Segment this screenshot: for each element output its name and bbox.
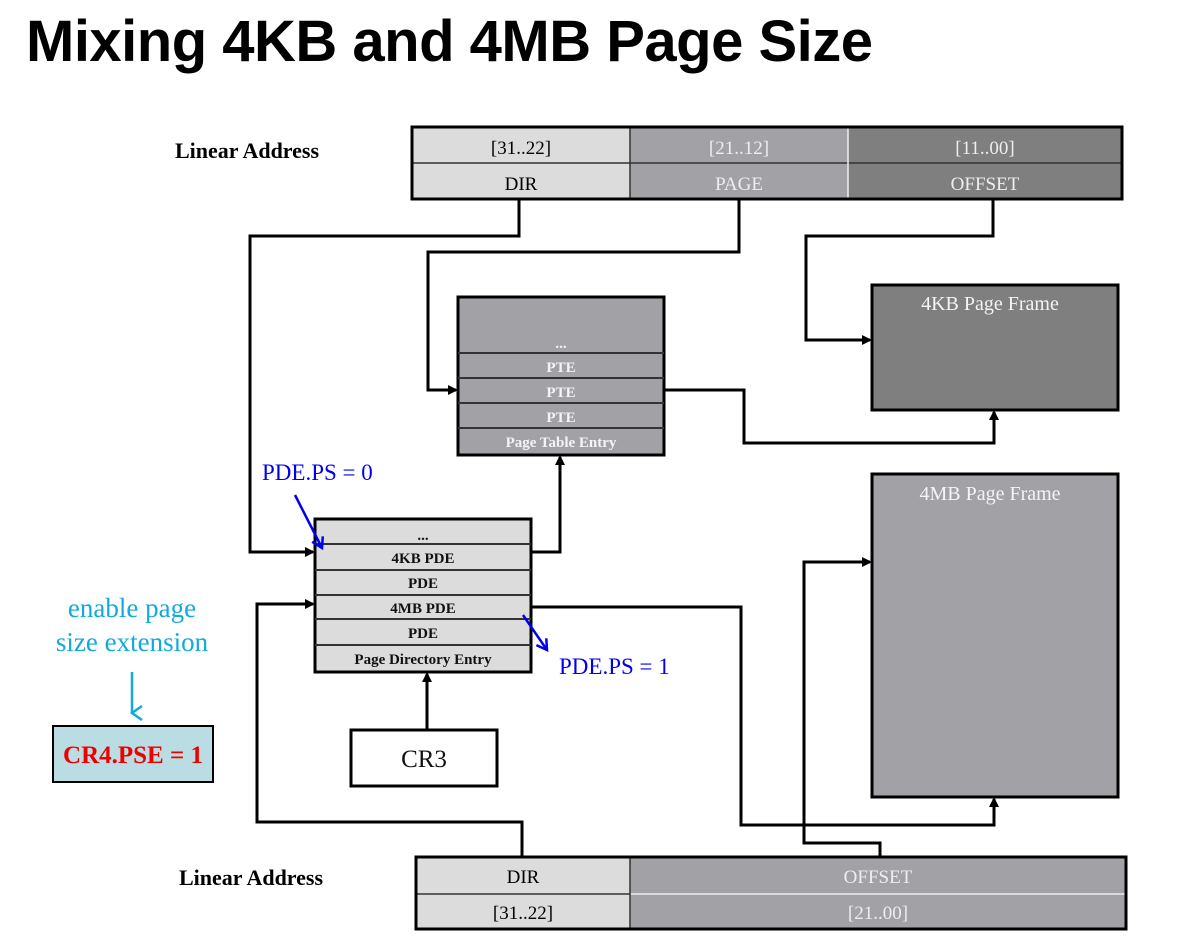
top-linear-address-label: Linear Address — [175, 138, 319, 163]
cr4-pse-box: CR4.PSE = 1 — [52, 725, 214, 783]
bottom-offset-bits: [21..00] — [848, 903, 908, 924]
pd-entry-pde: PDE — [408, 576, 438, 592]
bottom-offset-field — [630, 857, 1126, 929]
top-page-bits: [21..12] — [709, 138, 769, 159]
pse-note-line2: size extension — [56, 627, 209, 657]
offset-to-4kb-frame-arrow — [804, 199, 995, 345]
pde-ps-1-annotation: PDE.PS = 1 — [559, 654, 670, 679]
pd-entry-label: Page Directory Entry — [354, 652, 492, 668]
pde-ps-0-arrow — [293, 494, 322, 548]
page-table: ... PTE PTE PTE Page Table Entry — [456, 295, 666, 457]
bottom-offset-to-4mb-frame-arrow — [802, 557, 882, 857]
page-directory: ... 4KB PDE PDE 4MB PDE PDE Page Directo… — [313, 517, 533, 674]
pd-entry-4mb-pde: 4MB PDE — [390, 601, 455, 617]
top-linear-address: [31..22] [21..12] [11..00] DIR PAGE OFFS… — [410, 125, 1124, 201]
cr4-pse-label: CR4.PSE = 1 — [63, 742, 203, 769]
pt-entry-pte: PTE — [546, 385, 575, 401]
4kb-frame-label: 4KB Page Frame — [921, 293, 1059, 315]
page-to-pte-arrow — [426, 199, 741, 395]
pde-to-page-table-arrow — [531, 455, 565, 554]
top-offset-bits: [11..00] — [955, 138, 1014, 159]
bottom-offset-name: OFFSET — [844, 867, 913, 888]
cr3-register: CR3 — [349, 728, 499, 788]
top-page-name: PAGE — [715, 174, 763, 195]
pd-entry-ellipsis: ... — [417, 528, 429, 544]
4kb-page-frame: 4KB Page Frame — [870, 283, 1120, 412]
pt-entry-pte: PTE — [546, 410, 575, 426]
4mb-page-frame: 4MB Page Frame — [870, 472, 1120, 799]
top-dir-name: DIR — [505, 174, 538, 195]
pse-note-line1: enable page — [68, 593, 196, 623]
bottom-dir-bits: [31..22] — [493, 903, 553, 924]
bottom-dir-field — [416, 857, 630, 929]
cr3-label: CR3 — [401, 746, 447, 773]
pde-ps-1-arrow — [521, 614, 547, 650]
bottom-linear-address-label: Linear Address — [179, 865, 323, 890]
4mb-frame-label: 4MB Page Frame — [919, 483, 1060, 505]
bottom-linear-address: DIR OFFSET [31..22] [21..00] — [414, 855, 1128, 931]
connectors — [248, 199, 999, 857]
pt-entry-ellipsis: ... — [555, 336, 567, 352]
dir-to-pde-arrow — [248, 199, 521, 557]
slide-title: Mixing 4KB and 4MB Page Size — [26, 9, 873, 74]
bottom-dir-name: DIR — [507, 867, 540, 888]
4mb-pde-to-frame-arrow — [531, 605, 999, 827]
pte-to-4kb-frame-arrow — [664, 388, 999, 445]
pde-ps-0-annotation: PDE.PS = 0 — [262, 460, 373, 485]
pt-entry-label: Page Table Entry — [506, 435, 617, 451]
bottom-dir-to-4mb-pde-arrow — [255, 599, 524, 857]
top-dir-bits: [31..22] — [491, 138, 551, 159]
pd-entry-pde: PDE — [408, 626, 438, 642]
top-offset-name: OFFSET — [951, 174, 1020, 195]
pd-entry-4kb-pde: 4KB PDE — [392, 551, 455, 567]
pt-entry-pte: PTE — [546, 360, 575, 376]
